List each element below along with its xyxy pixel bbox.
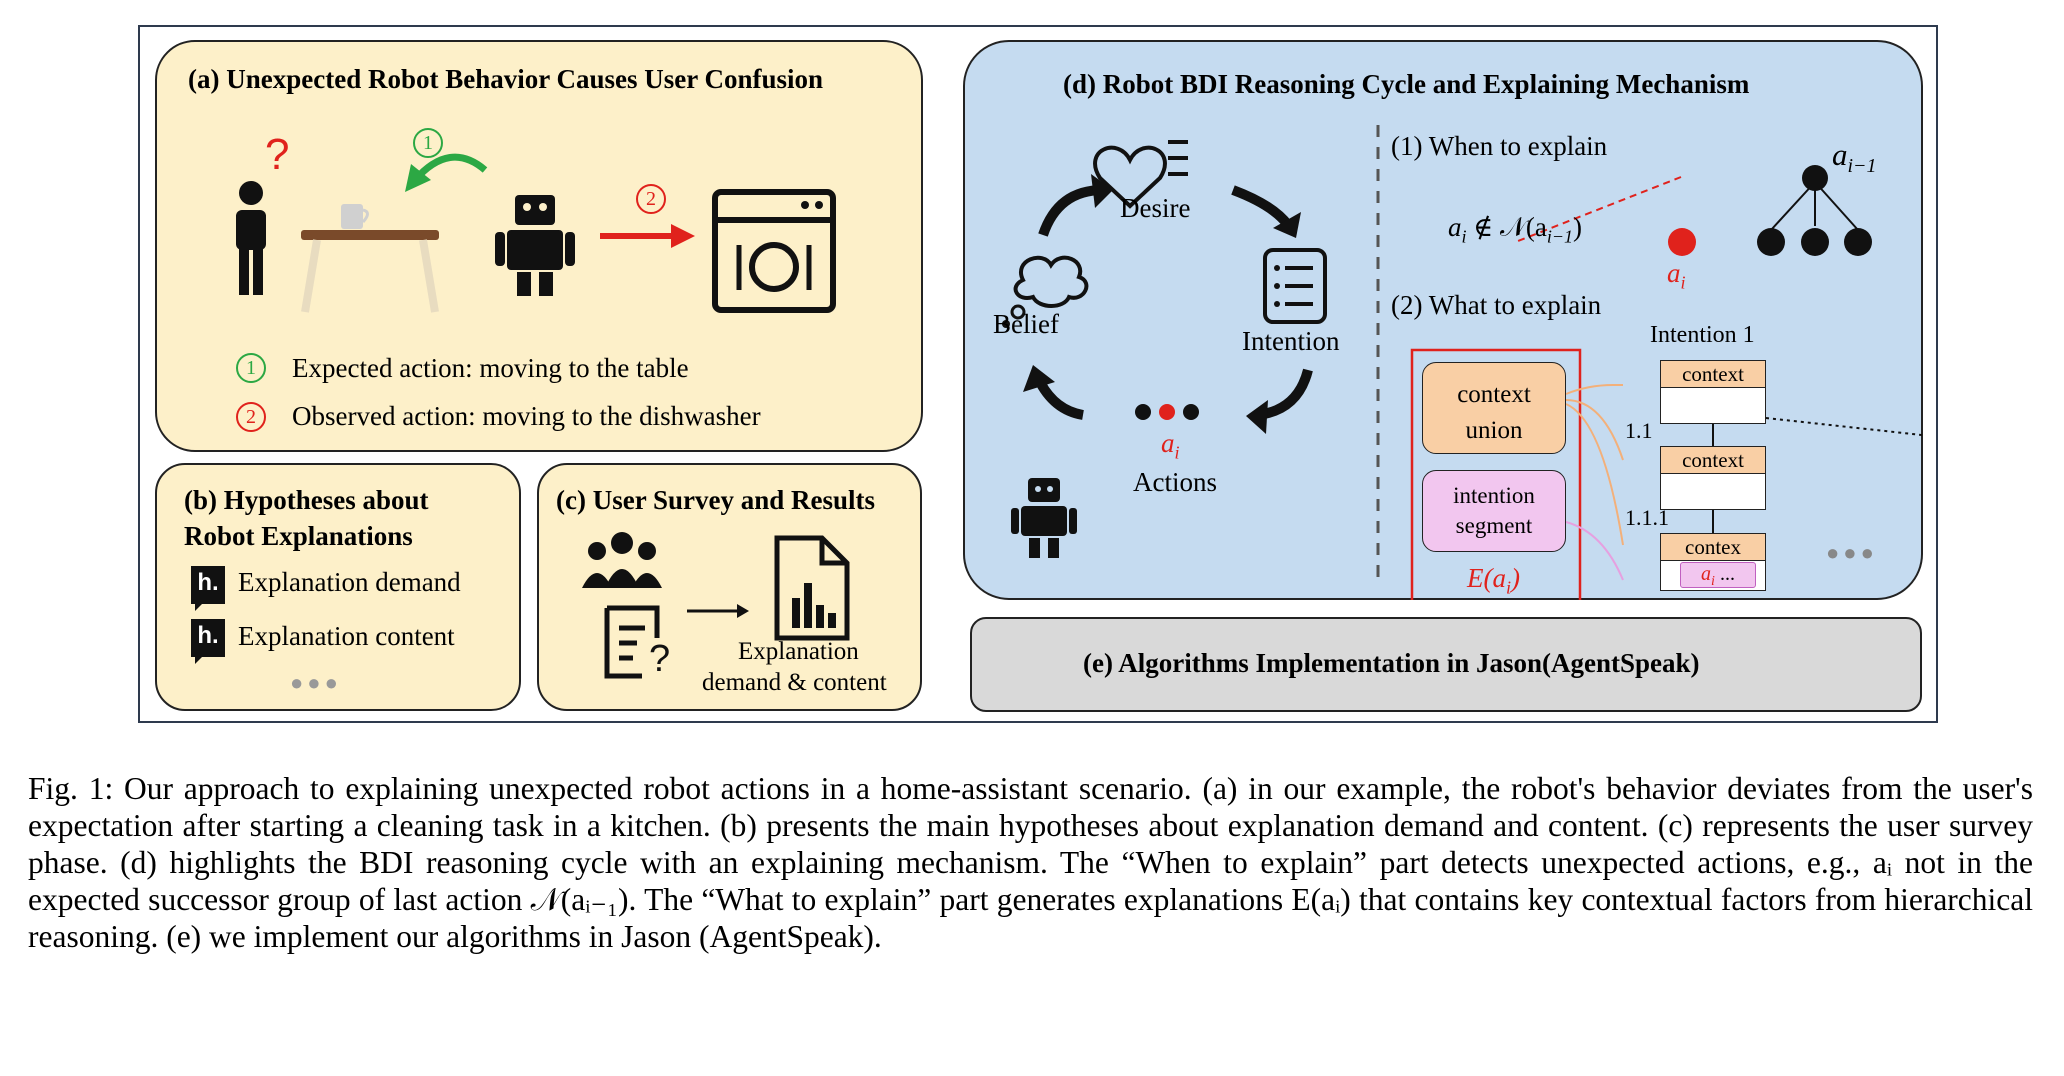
figure-frame — [138, 25, 1938, 723]
step-1-badge: 1 — [413, 128, 443, 158]
intention-segment-box: intention segment — [1422, 470, 1566, 552]
tree-parent-label: ai−1 — [1832, 137, 1877, 178]
hypothesis-demand: Explanation demand — [238, 567, 461, 597]
legend-observed-action: Observed action: moving to the dishwashe… — [292, 401, 761, 431]
context-node-level-2: context — [1660, 446, 1766, 510]
unexpected-action-label: ai — [1667, 258, 1686, 293]
tree-child-node — [1757, 228, 1785, 256]
legend-1-badge: 1 — [236, 353, 266, 383]
action-chip: ai ... — [1680, 562, 1756, 589]
figure-caption: Fig. 1: Our approach to explaining unexp… — [28, 771, 2033, 954]
panel-b-title-line1: (b) Hypotheses about — [184, 485, 429, 515]
table-icon — [301, 204, 439, 313]
dishwasher-icon — [712, 189, 836, 313]
bdi-desire-label: Desire — [1120, 193, 1191, 223]
bdi-intention-label: Intention — [1242, 326, 1340, 356]
panel-e — [970, 617, 1922, 712]
panel-b-title-line2: Robot Explanations — [184, 521, 413, 551]
bdi-cycle-graphics — [1002, 125, 1923, 600]
legend-expected-action: Expected action: moving to the table — [292, 353, 689, 383]
when-to-explain-heading: (1) When to explain — [1391, 131, 1608, 161]
hypothesis-content: Explanation content — [238, 621, 455, 651]
observed-arrow-icon — [671, 224, 695, 248]
legend-2-badge: 2 — [236, 402, 266, 432]
heart-icon — [1093, 145, 1167, 209]
bdi-action-variable: ai — [1161, 428, 1180, 463]
survey-icon — [604, 605, 660, 679]
confusion-question-mark: ? — [265, 130, 290, 179]
list-icon — [1263, 248, 1327, 324]
panel-a-scene — [236, 153, 836, 313]
level-1-1-1-label: 1.1.1 — [1625, 505, 1669, 530]
panel-e-title: (e) Algorithms Implementation in Jason(A… — [1083, 648, 1700, 678]
panel-c-title: (c) User Survey and Results — [556, 485, 875, 515]
context-node-level-1: context — [1660, 360, 1766, 424]
level-1-1-label: 1.1 — [1625, 418, 1653, 443]
unexpected-action-node — [1668, 228, 1696, 256]
when-to-explain-formula: ai ∉ 𝒩(ai−1) — [1448, 212, 1582, 247]
tree-child-node — [1801, 228, 1829, 256]
hypothesis-icon: h. — [191, 566, 225, 611]
survey-result-line1: Explanation — [738, 638, 859, 665]
intention-1-label: Intention 1 — [1650, 322, 1755, 348]
tree-parent-node — [1802, 165, 1828, 191]
panel-d-title: (d) Robot BDI Reasoning Cycle and Explai… — [1063, 69, 1750, 99]
panel-b-more-dots: ●●● — [290, 670, 342, 695]
explanation-label: E(ai) — [1467, 563, 1520, 598]
panel-c-graphics: ? — [582, 532, 850, 680]
tree-child-node — [1844, 228, 1872, 256]
bdi-belief-label: Belief — [993, 309, 1059, 339]
bdi-actions-label: Actions — [1133, 467, 1217, 497]
robot-icon — [495, 195, 575, 296]
survey-result-line2: demand & content — [702, 669, 887, 696]
expected-arrow-icon — [412, 153, 488, 183]
step-2-badge: 2 — [636, 184, 666, 214]
report-icon — [774, 535, 850, 641]
panel-d-more-dots: ●●● — [1826, 540, 1878, 565]
context-union-box: context union — [1422, 362, 1566, 454]
thought-cloud-icon — [1013, 255, 1089, 308]
hypothesis-icon: h. — [191, 619, 225, 664]
robot-icon — [1011, 478, 1077, 558]
what-to-explain-heading: (2) What to explain — [1391, 290, 1602, 320]
person-icon — [236, 181, 266, 295]
users-icon — [582, 532, 662, 588]
panel-a-title: (a) Unexpected Robot Behavior Causes Use… — [188, 64, 824, 94]
panel-a — [155, 40, 923, 452]
svg-text:?: ? — [649, 638, 670, 680]
cycle-arrow-icon — [1231, 185, 1292, 229]
